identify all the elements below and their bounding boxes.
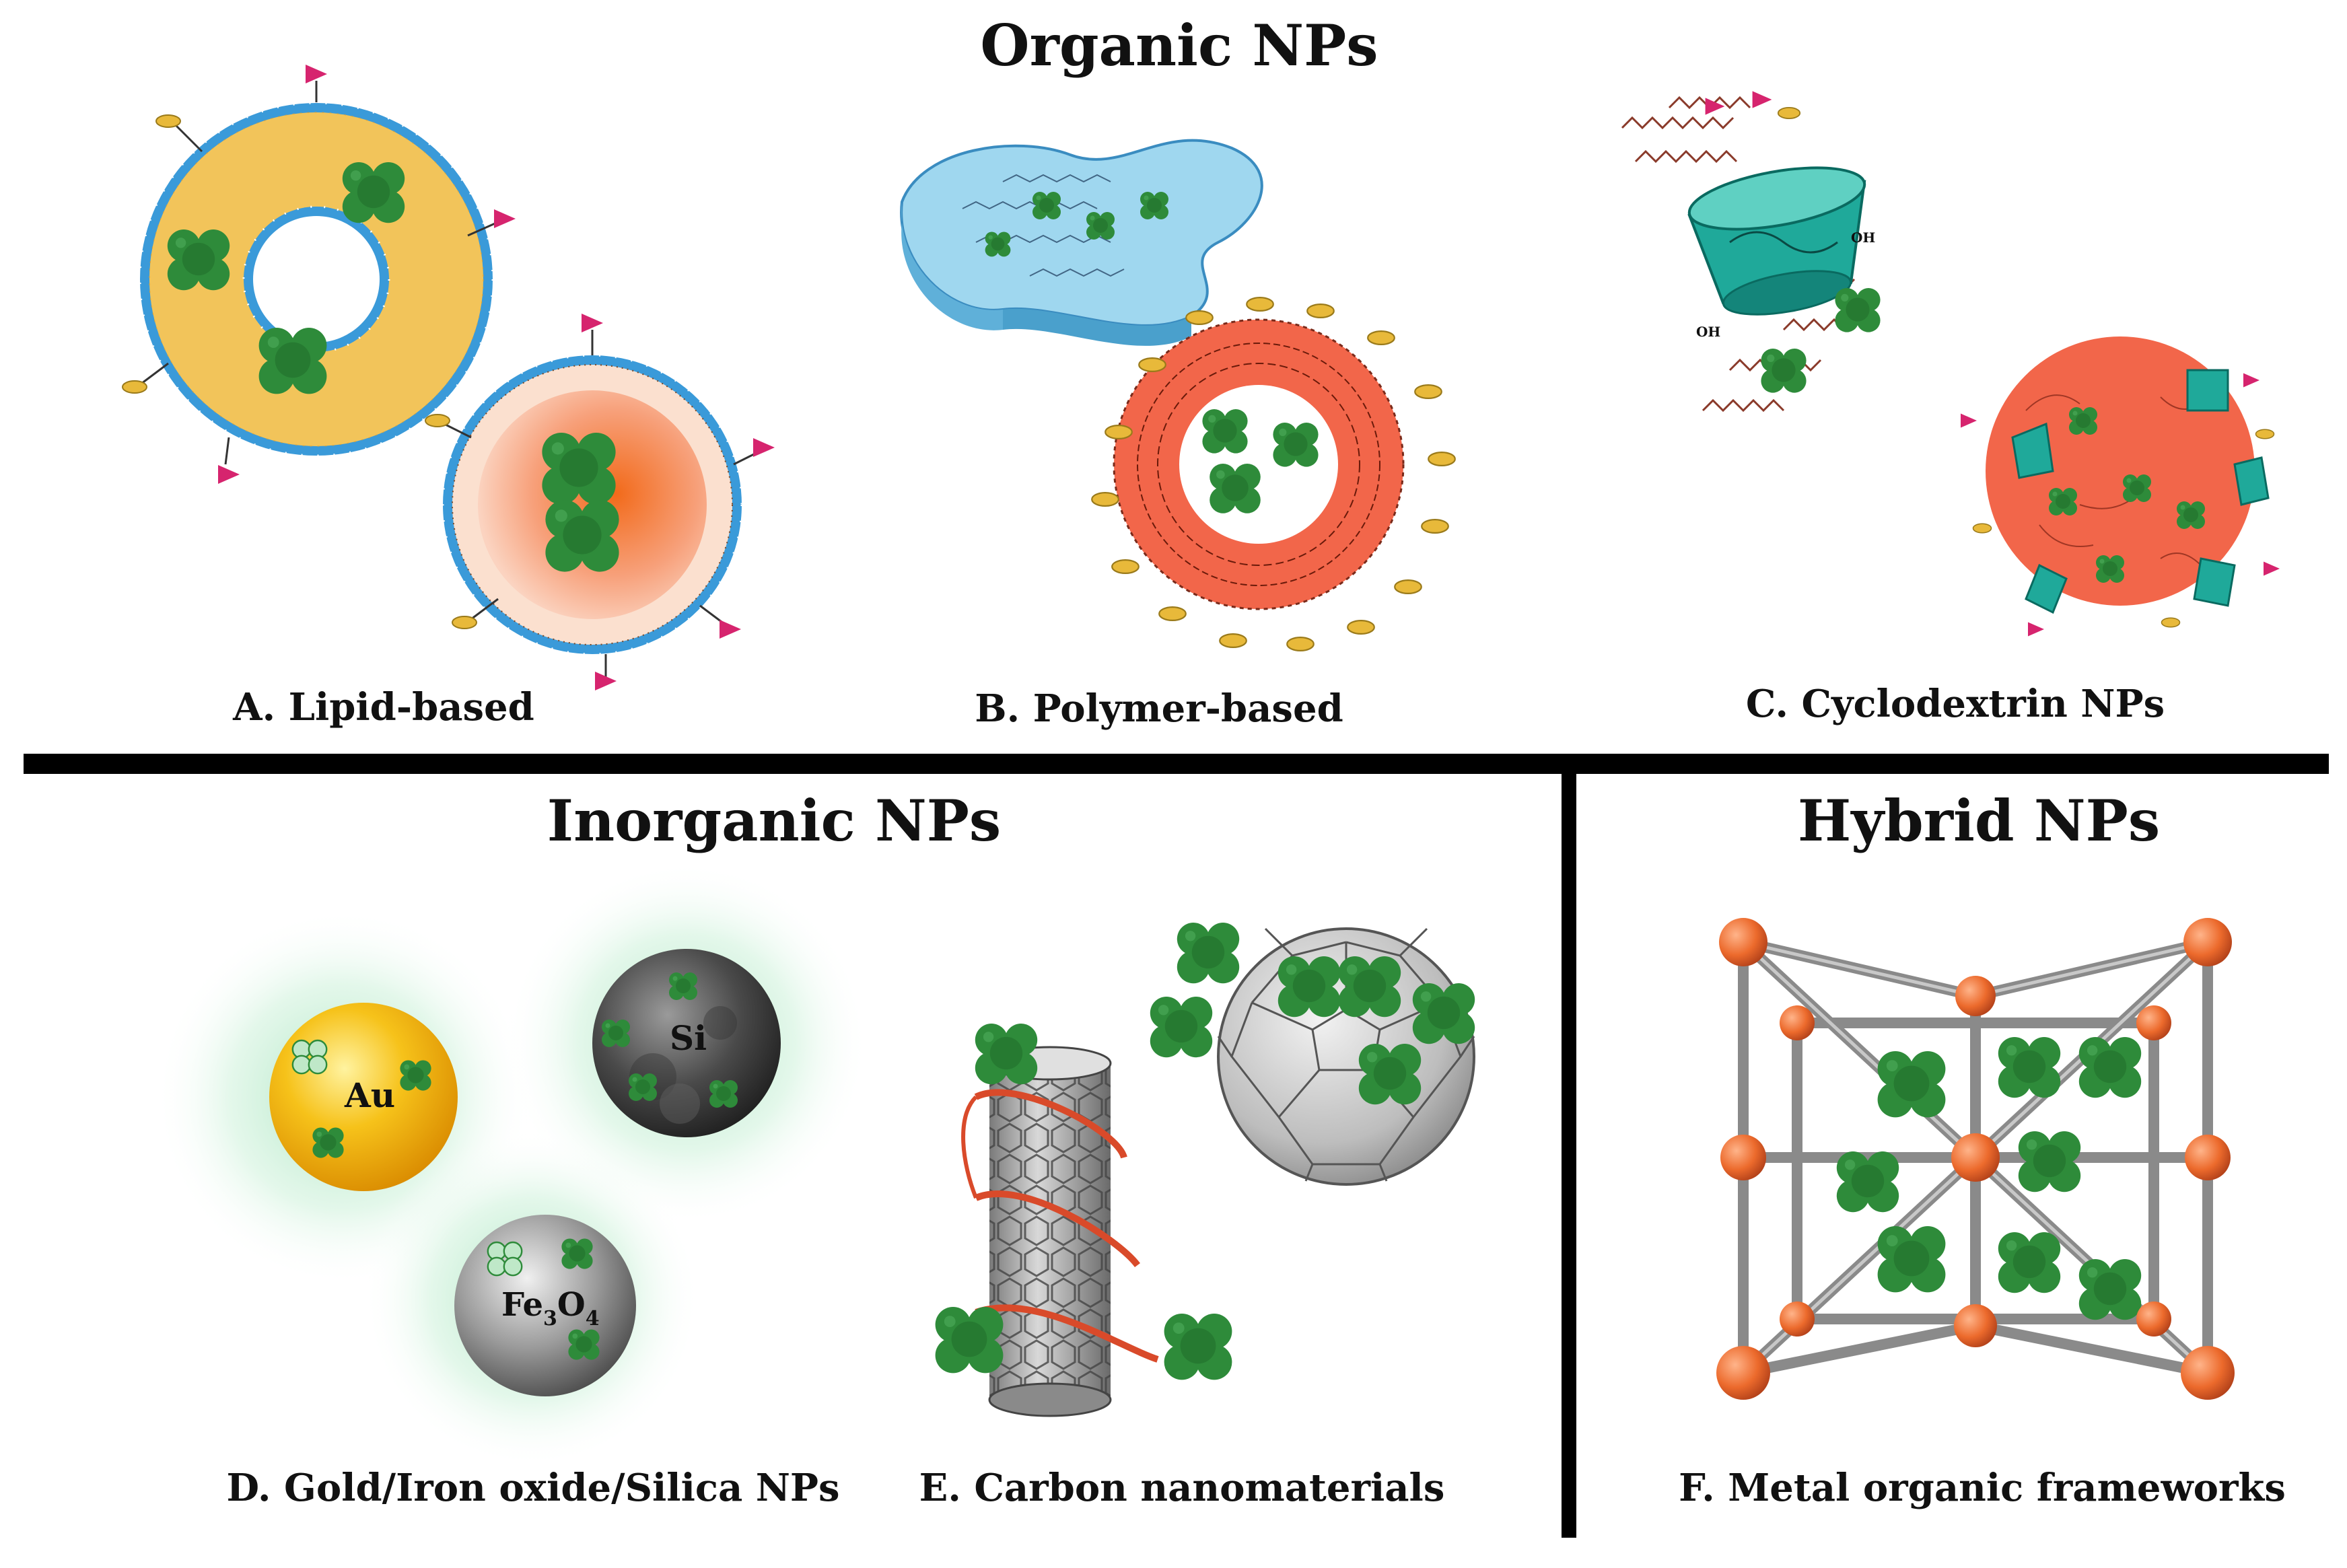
caption-b: B. Polymer-based bbox=[975, 686, 1343, 731]
mof-illustration bbox=[1716, 918, 2235, 1400]
oh-label: OH bbox=[1851, 229, 1875, 246]
oh-label: OH bbox=[1696, 324, 1720, 340]
caption-c: C. Cyclodextrin NPs bbox=[1745, 682, 2165, 726]
caption-a: A. Lipid-based bbox=[233, 685, 534, 729]
gold-nanoparticle: Au bbox=[269, 1003, 458, 1191]
cyclodextrin-nanoparticle bbox=[1986, 336, 2270, 614]
polymer-wrap bbox=[961, 1089, 1159, 1363]
lipid-ligands bbox=[141, 81, 499, 465]
inorganic-heading: Inorganic NPs bbox=[547, 787, 1002, 854]
caption-e: E. Carbon nanomaterials bbox=[919, 1466, 1445, 1510]
vertical-divider bbox=[1562, 760, 1576, 1538]
lipid-based-illustration bbox=[122, 65, 775, 690]
gold-label: Au bbox=[344, 1075, 395, 1115]
cyclodextrin-illustration: OH OH bbox=[1621, 91, 2280, 637]
organic-heading: Organic NPs bbox=[980, 12, 1378, 79]
carbon-nanotube bbox=[988, 1046, 1112, 1417]
polymer-based-illustration bbox=[900, 139, 1456, 652]
hydrogel-sheet bbox=[900, 139, 1263, 346]
micelle bbox=[442, 354, 743, 655]
horizontal-divider bbox=[24, 754, 2329, 774]
mof-nodes bbox=[1716, 918, 2235, 1400]
caption-d: D. Gold/Iron oxide/Silica NPs bbox=[226, 1466, 840, 1510]
iron-oxide-nanoparticle: Fe3O4 bbox=[454, 1215, 636, 1396]
inorganic-particles-illustration: Au Si Fe3O4 bbox=[155, 861, 868, 1467]
carbon-nanomaterials-illustration bbox=[935, 923, 1475, 1417]
cyclodextrin-cone: OH OH bbox=[1687, 166, 1875, 340]
liposome bbox=[139, 102, 494, 457]
caption-f: F. Metal organic frameworks bbox=[1679, 1466, 2286, 1510]
iron-oxide-label: Fe3O4 bbox=[501, 1286, 600, 1330]
silica-nanoparticle: Si bbox=[592, 949, 781, 1137]
silica-label: Si bbox=[670, 1018, 707, 1058]
hybrid-heading: Hybrid NPs bbox=[1797, 787, 2161, 854]
polymer-nanoparticle bbox=[1113, 318, 1405, 610]
